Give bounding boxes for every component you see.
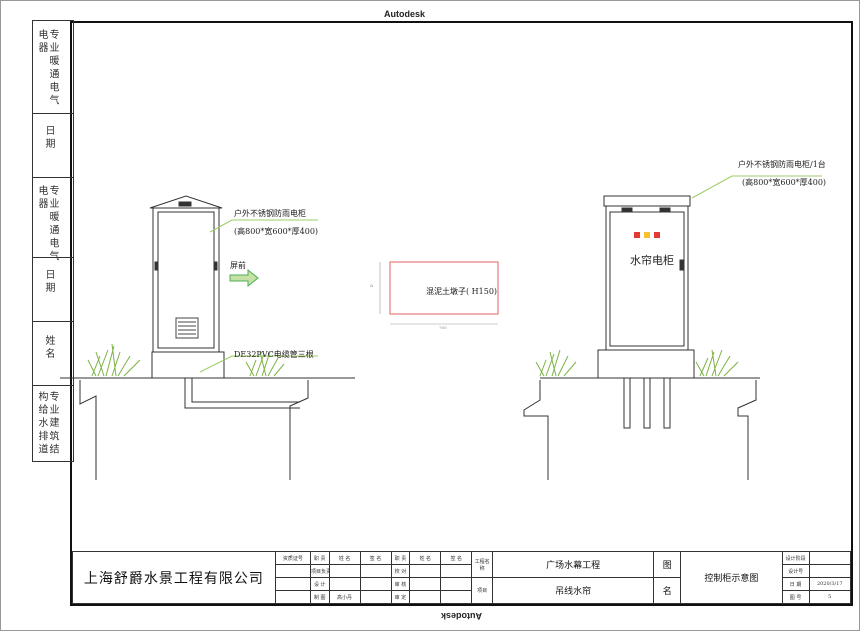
sign-approve	[440, 590, 473, 604]
company-name: 上海舒爵水景工程有限公司	[72, 551, 276, 604]
role-project-lead: 项目负责	[309, 564, 330, 578]
sheet-label: 图 号	[781, 590, 810, 604]
header-sign-2: 签 名	[440, 551, 473, 565]
right-leader	[691, 175, 822, 199]
cert-value-3	[274, 590, 311, 604]
cert-label: 资质证号	[274, 551, 311, 565]
right-cabinet-label: 户外不锈钢防雨电柜/1台	[738, 160, 826, 169]
right-cabinet-size: (高800*宽600*厚400)	[742, 178, 827, 187]
grass-right-1	[535, 349, 577, 377]
header-name-1: 姓 名	[328, 551, 361, 565]
role-check: 校 对	[390, 564, 411, 578]
strip-row-discipline: 专 业 暖 通 电 气 电 器	[36, 29, 58, 105]
strip-row-date: 日 期	[43, 125, 54, 149]
design-no-value	[808, 564, 852, 578]
left-cabinet-size: (高800*宽600*厚400)	[234, 227, 319, 236]
concrete-pad-label: 混泥土墩子( H150)	[426, 287, 498, 296]
name-project-lead	[328, 564, 361, 578]
grass-left-2	[245, 351, 285, 377]
sign-project-lead	[359, 564, 392, 578]
left-ground	[60, 351, 355, 480]
left-leader-cable	[199, 355, 318, 373]
pad-dim-height: a	[370, 283, 373, 289]
design-no-label: 设计号	[781, 564, 810, 578]
header-role-1: 职 责	[309, 551, 330, 565]
sign-draw	[359, 590, 392, 604]
revision-strip: 专 业 暖 通 电 气 电 器 日 期 专 业 暖 通 电 气 电 器 日 期 …	[32, 20, 74, 462]
figure-name: 控制柜示意图	[680, 551, 783, 604]
strip-row-structure: 专 业 建 筑 结 构 给 水 排 道	[36, 391, 58, 454]
role-approve: 审 定	[390, 590, 411, 604]
role-design: 设 计	[309, 577, 330, 591]
right-ground	[523, 349, 760, 480]
header-sign-1: 签 名	[359, 551, 392, 565]
right-cabinet-name: 水帘电柜	[630, 254, 674, 267]
role-draw: 制 图	[309, 590, 330, 604]
name-draw: 高小丹	[328, 590, 361, 604]
strip-row-name: 姓 名	[43, 335, 54, 359]
project-name: 广场水幕工程	[491, 551, 655, 578]
sign-review	[440, 577, 473, 591]
title-block: 上海舒爵水景工程有限公司 资质证号 职 责 姓 名 签 名 职 责 姓 名 签 …	[72, 551, 852, 604]
stage-label: 设计阶段	[781, 551, 810, 565]
grass-left-1	[87, 343, 141, 377]
date-value: 2020/3/17	[808, 577, 852, 591]
left-cabinet-vent	[175, 317, 199, 339]
name-approve	[409, 590, 442, 604]
sign-check	[440, 564, 473, 578]
cable-label: DE32PVC电缆管三根	[234, 350, 314, 359]
sign-design	[359, 577, 392, 591]
front-arrow-icon	[229, 268, 259, 288]
front-label: 屏前	[230, 261, 246, 270]
grass-right-2	[695, 349, 739, 377]
left-cabinet	[149, 195, 223, 353]
pad-dim-width: 700	[439, 325, 447, 330]
name-check	[409, 564, 442, 578]
sheet-value: 5	[808, 590, 852, 604]
header-role-2: 职 责	[390, 551, 411, 565]
role-review: 审 核	[390, 577, 411, 591]
strip-row-date-2: 日 期	[43, 269, 54, 293]
watermark-top: Autodesk	[384, 9, 426, 19]
item-name: 吊线水帘	[491, 577, 655, 604]
stage-value	[808, 551, 852, 565]
name-review	[409, 577, 442, 591]
name-design	[328, 577, 361, 591]
item-label: 项目	[471, 577, 493, 604]
header-name-2: 姓 名	[409, 551, 442, 565]
concrete-pad	[379, 261, 499, 325]
left-leader-top	[209, 219, 318, 233]
left-cabinet-label: 户外不锈钢防雨电柜	[234, 209, 306, 218]
figure-label-2: 名	[653, 577, 682, 604]
right-cabinet	[603, 195, 691, 351]
indicator-lights-icon	[634, 232, 660, 238]
cert-value-2	[274, 577, 311, 591]
cert-value	[274, 564, 311, 578]
strip-row-discipline-2: 专 业 暖 通 电 气 电 器	[36, 185, 58, 261]
figure-label-1: 图	[653, 551, 682, 578]
date-label: 日 期	[781, 577, 810, 591]
drawing-frame	[70, 21, 853, 606]
project-label: 工程名称	[471, 551, 493, 578]
